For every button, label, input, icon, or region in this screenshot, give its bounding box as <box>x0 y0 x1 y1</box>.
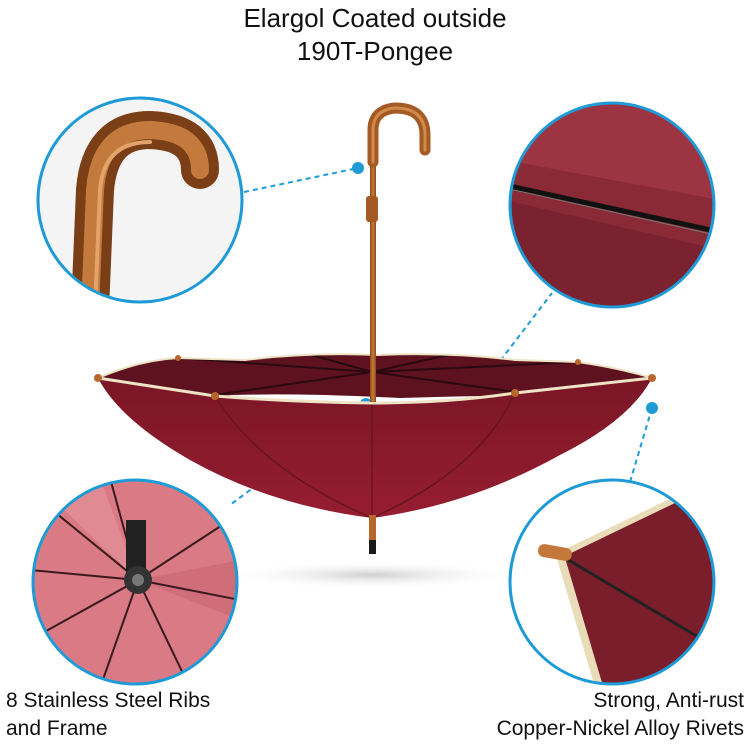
caption-rivets-line-2: Copper-Nickel Alloy Rivets <box>496 717 744 740</box>
detail-circle-ribs <box>31 478 239 686</box>
product-title: Elargol Coated outside 190T-Pongee <box>0 2 750 68</box>
caption-ribs-line-1: 8 Stainless Steel Ribs <box>6 689 211 712</box>
caption-rivets: Strong, Anti-rust Copper-Nickel Alloy Ri… <box>497 687 744 743</box>
umbrella-main <box>94 102 656 554</box>
title-line-1: Elargol Coated outside <box>243 3 507 33</box>
caption-ribs-line-2: and Frame <box>6 717 108 740</box>
caption-ribs: 8 Stainless Steel Ribs and Frame <box>6 687 210 743</box>
detail-circle-rivets <box>508 478 716 686</box>
floor-shadow <box>222 561 522 589</box>
detail-circle-fabric <box>508 101 716 309</box>
title-line-2: 190T-Pongee <box>296 36 454 66</box>
detail-circle-handle <box>36 96 244 304</box>
caption-rivets-line-1: Strong, Anti-rust <box>593 689 744 712</box>
